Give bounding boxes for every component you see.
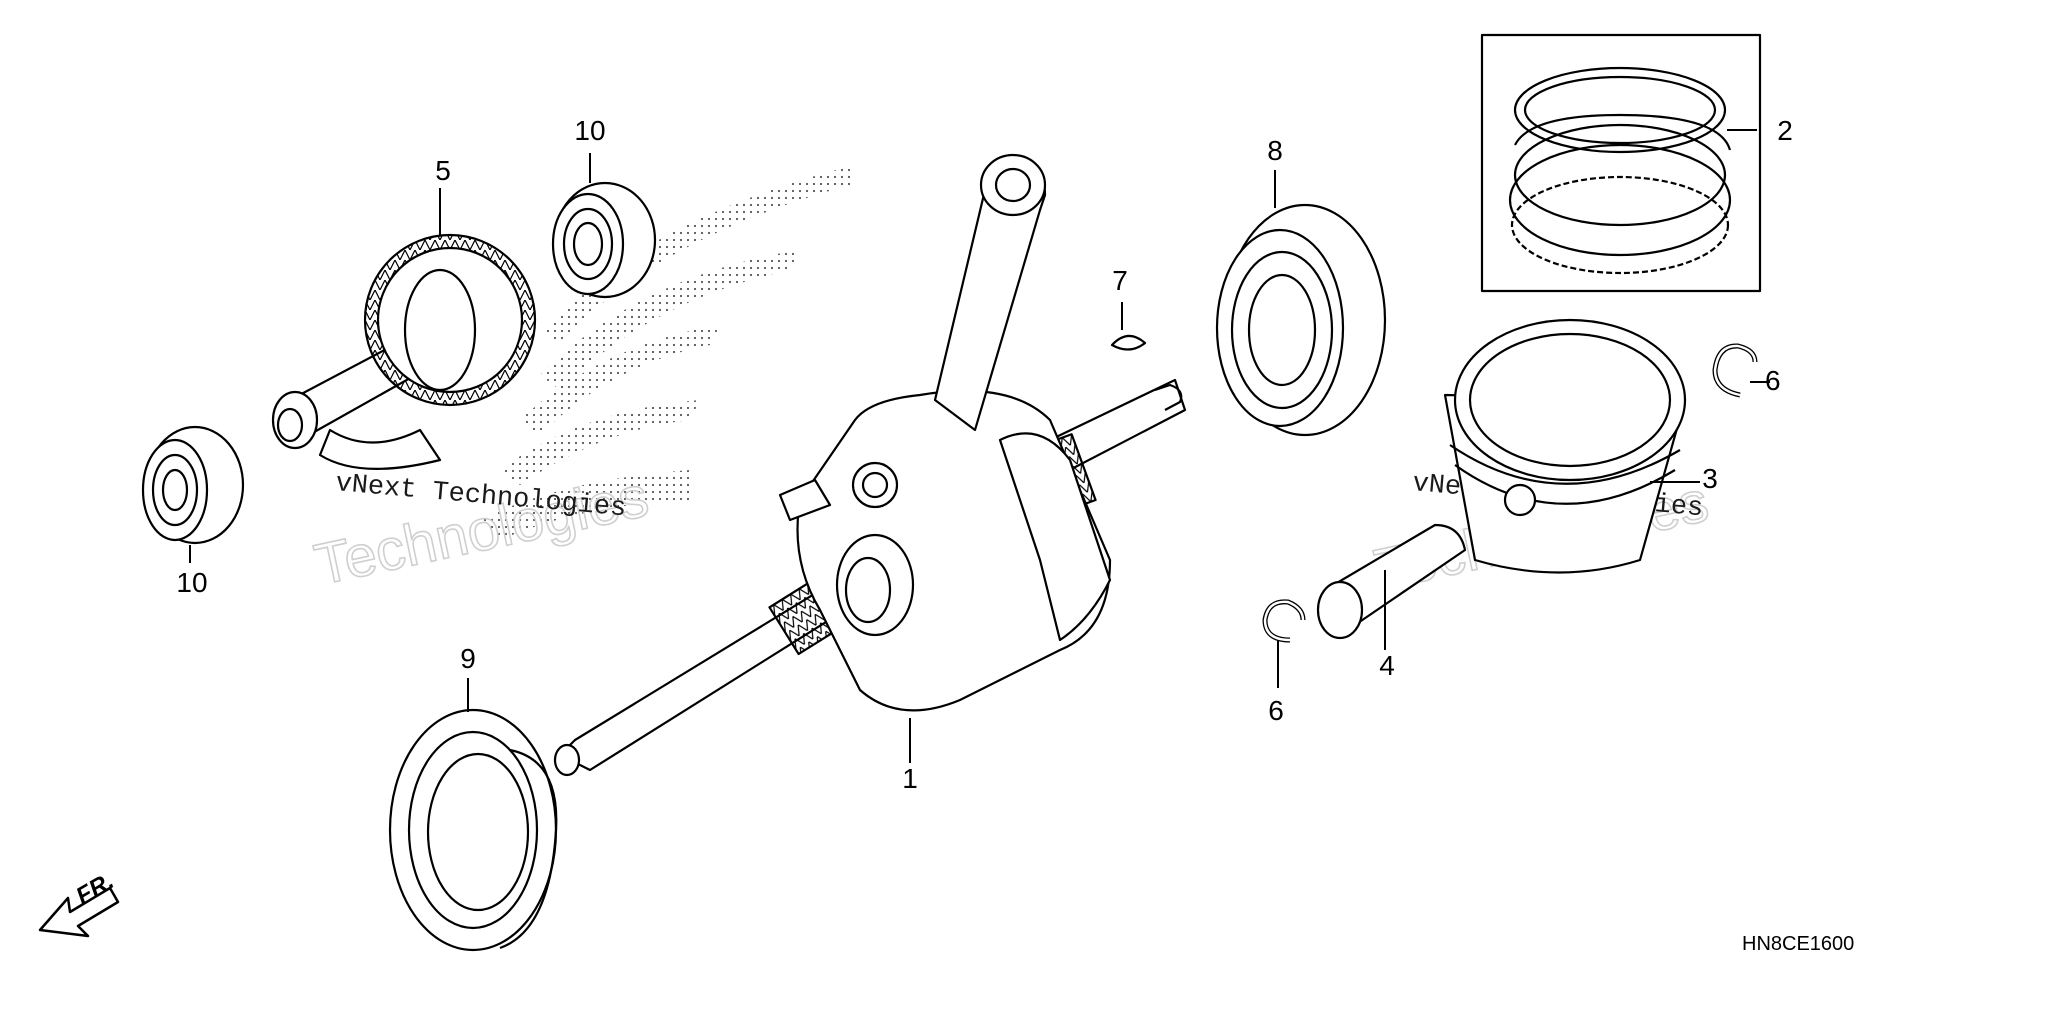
bearing-large [1215, 203, 1387, 437]
callout-5: 5 [435, 155, 451, 186]
callout-3: 3 [1702, 463, 1718, 494]
piston-pin [1316, 523, 1467, 640]
woodruff-key [1110, 334, 1147, 351]
bearing-small-lower [141, 425, 245, 545]
bearing-small-upper [551, 181, 657, 299]
piston-ring-set [1480, 33, 1762, 293]
oil-seal [388, 708, 558, 952]
callout-6-upper: 6 [1765, 365, 1781, 396]
callout-6-lower: 6 [1268, 695, 1284, 726]
reference-code: HN8CE1600 [1742, 933, 1854, 955]
crankshaft [553, 153, 1187, 777]
callout-4: 4 [1379, 650, 1395, 681]
piston-pin-clip-upper [1712, 343, 1758, 398]
piston-pin-clip-lower [1262, 599, 1306, 643]
leader-lines [189, 129, 1770, 763]
callout-1: 1 [902, 763, 918, 794]
balancer-shaft [271, 233, 537, 470]
front-arrow-icon: FR. [38, 867, 120, 938]
callout-8: 8 [1267, 135, 1283, 166]
callout-9: 9 [460, 643, 476, 674]
callout-labels: 1 2 3 4 5 6 6 7 8 9 10 10 [176, 115, 1792, 794]
background-logo-wing [480, 165, 855, 540]
callout-2: 2 [1777, 115, 1793, 146]
piston [1443, 318, 1687, 574]
callout-7: 7 [1112, 265, 1128, 296]
callout-10-upper: 10 [574, 115, 605, 146]
callout-10-lower: 10 [176, 567, 207, 598]
